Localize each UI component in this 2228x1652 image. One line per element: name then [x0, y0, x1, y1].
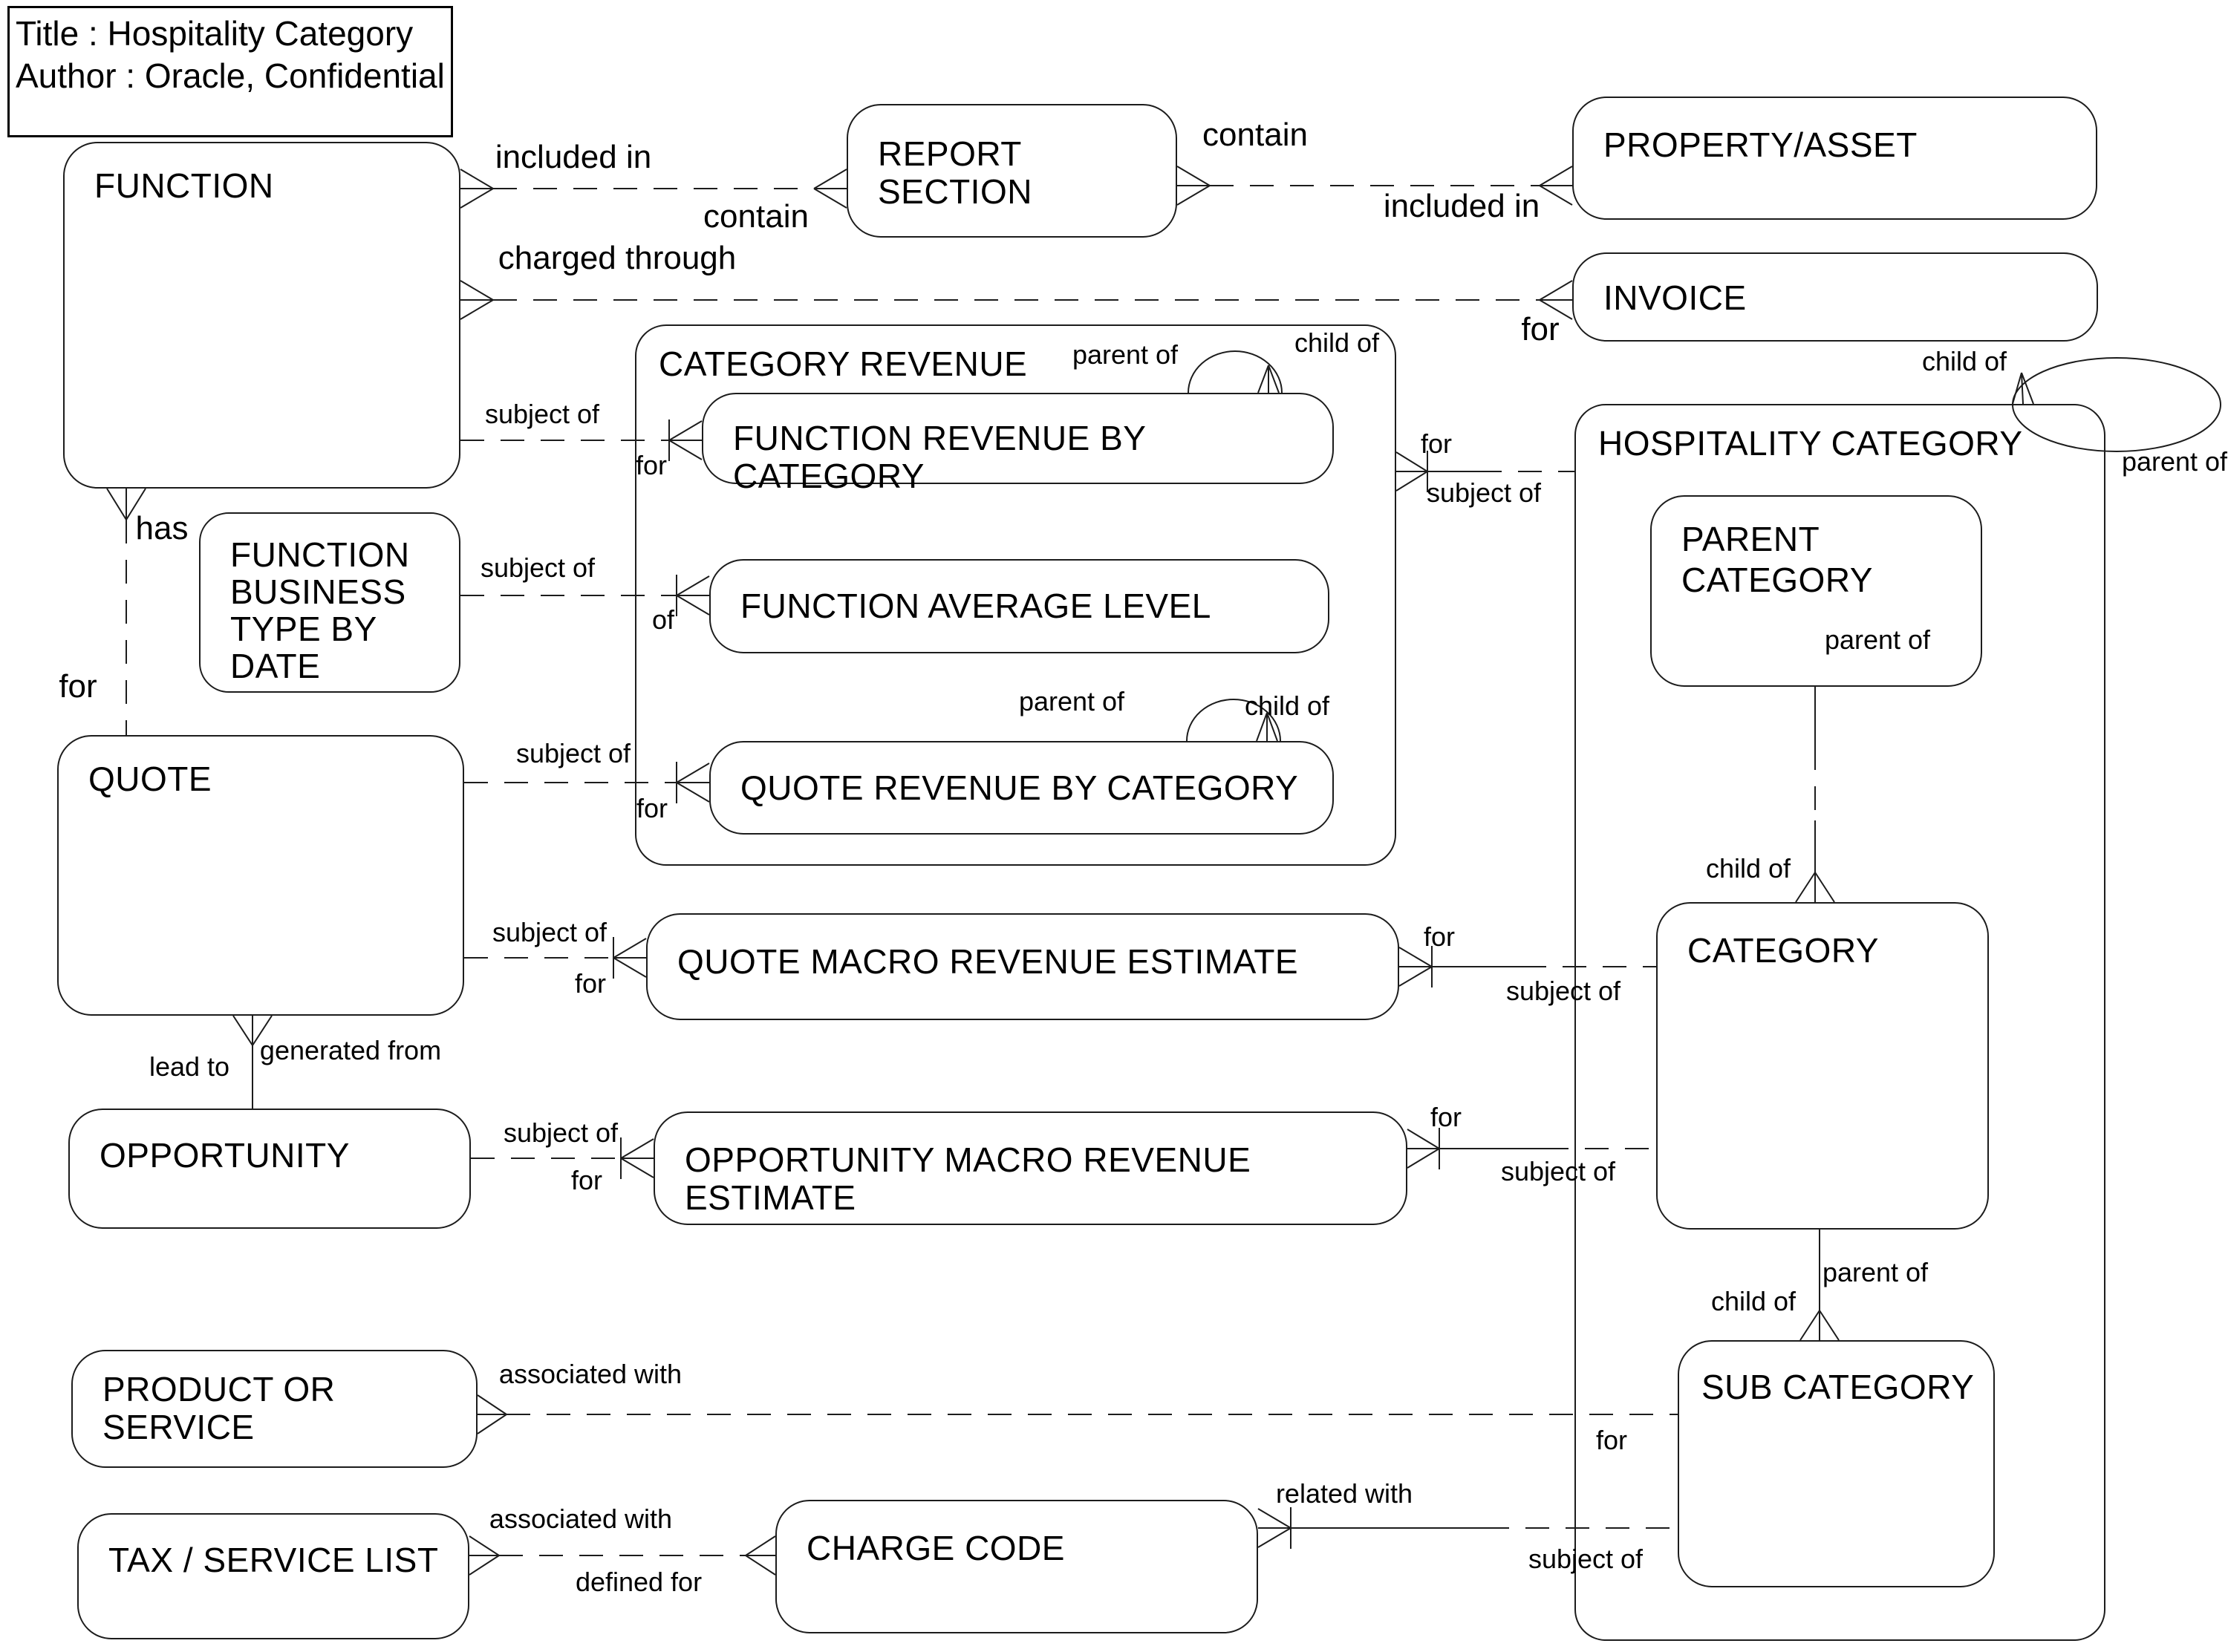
rel-label-for-qmre: for — [574, 968, 607, 999]
crow-foot-property-report — [1539, 166, 1573, 206]
rel-label-associated-with-product: associated with — [498, 1359, 683, 1389]
rel-label-subject-of-hospitality: subject of — [1426, 477, 1542, 508]
entity-function-revenue-by-category: FUNCTION REVENUE BY CATEGORY — [702, 393, 1334, 495]
entity-function-business-type-by-date-label: FUNCTION BUSINESS TYPE BY DATE — [230, 535, 410, 685]
rel-label-has: has — [135, 510, 189, 546]
entity-quote-macro-revenue-estimate: QUOTE MACRO REVENUE ESTIMATE — [646, 913, 1399, 1020]
crow-foot-function-invoice — [460, 280, 494, 320]
rel-label-related-with: related with — [1275, 1478, 1413, 1509]
rel-label-subject-of-qmre-category: subject of — [1505, 976, 1621, 1006]
rel-label-subject-of-charge: subject of — [1528, 1544, 1644, 1574]
rel-label-parent-of-frbc: parent of — [1072, 339, 1179, 370]
diagram-title-block: Title : Hospitality Category Author : Or… — [7, 6, 453, 137]
rel-label-contain-2: contain — [1202, 117, 1308, 153]
rel-label-child-of-hospitality: child of — [1921, 346, 2007, 376]
entity-tax-service-list-label: TAX / SERVICE LIST — [108, 1541, 439, 1579]
crow-foot-function-report — [460, 169, 494, 209]
crow-foot-report-function — [813, 169, 847, 209]
rel-label-parent-of-category: parent of — [1822, 1257, 1929, 1287]
rel-label-child-of-category: child of — [1705, 853, 1791, 884]
rel-label-subject-of-frbc: subject of — [484, 399, 600, 429]
entity-function-average-level-label: FUNCTION AVERAGE LEVEL — [740, 587, 1211, 625]
rel-label-subject-of-omre-category: subject of — [1500, 1156, 1616, 1186]
entity-charge-code: CHARGE CODE — [775, 1500, 1258, 1633]
entity-function-label: FUNCTION — [94, 166, 274, 205]
crow-foot-product-or-service — [477, 1394, 507, 1434]
entity-product-or-service-label: PRODUCT OR SERVICE — [102, 1370, 336, 1446]
container-hospitality-category-label: HOSPITALITY CATEGORY — [1598, 424, 2023, 463]
entity-category: CATEGORY — [1656, 902, 1989, 1230]
diagram-author: Author : Oracle, Confidential — [16, 56, 445, 95]
entity-quote: QUOTE — [57, 735, 464, 1016]
rel-label-subject-of-qrbc: subject of — [515, 738, 631, 768]
entity-opportunity: OPPORTUNITY — [68, 1109, 471, 1229]
crow-foot-tax-service-list — [469, 1535, 500, 1576]
entity-sub-category: SUB CATEGORY — [1678, 1340, 1995, 1587]
entity-category-label: CATEGORY — [1687, 931, 1879, 970]
rel-label-subject-of-fal: subject of — [480, 552, 596, 583]
entity-sub-category-label: SUB CATEGORY — [1701, 1368, 1975, 1406]
crow-foot-charge-code-left — [745, 1535, 776, 1576]
container-category-revenue-label: CATEGORY REVENUE — [659, 345, 1028, 383]
rel-label-generated-from: generated from — [259, 1035, 442, 1065]
entity-charge-code-label: CHARGE CODE — [807, 1529, 1065, 1567]
entity-report-section-label: REPORT SECTION — [878, 134, 1032, 211]
entity-function-business-type-by-date: FUNCTION BUSINESS TYPE BY DATE — [199, 512, 460, 693]
rel-label-for-sub-category: for — [1595, 1425, 1628, 1455]
entity-opportunity-macro-revenue-estimate: OPPORTUNITY MACRO REVENUE ESTIMATE — [654, 1111, 1407, 1225]
entity-invoice: INVOICE — [1572, 252, 2098, 342]
rel-label-subject-of-omre: subject of — [503, 1117, 619, 1148]
rel-label-for-qrbc: for — [636, 793, 668, 823]
rel-label-charged-through: charged through — [498, 240, 737, 276]
entity-quote-label: QUOTE — [88, 760, 212, 798]
crow-foot-omre-right — [1407, 1128, 1440, 1169]
entity-function-revenue-by-category-label: FUNCTION REVENUE BY CATEGORY — [733, 419, 1146, 495]
entity-property-asset: PROPERTY/ASSET — [1572, 97, 2097, 220]
crow-foot-report-property — [1176, 166, 1211, 206]
rel-label-subject-of-qmre: subject of — [492, 917, 608, 947]
entity-property-asset-label: PROPERTY/ASSET — [1603, 125, 1918, 164]
entity-parent-category: PARENT CATEGORY — [1650, 495, 1982, 687]
rel-label-for-frbc: for — [635, 450, 668, 480]
crow-foot-omre-left — [620, 1137, 654, 1179]
rel-label-lead-to: lead to — [149, 1051, 230, 1082]
rel-label-for-invoice: for — [1521, 311, 1560, 347]
crow-foot-qmre-left — [613, 937, 647, 979]
rel-label-contain-1: contain — [703, 198, 809, 235]
rel-label-included-in-1: included in — [495, 139, 652, 175]
entity-tax-service-list: TAX / SERVICE LIST — [77, 1513, 469, 1639]
rel-label-child-of-qrbc: child of — [1244, 690, 1330, 721]
rel-label-child-of-frbc: child of — [1294, 327, 1380, 358]
rel-label-child-of-sub-category: child of — [1710, 1286, 1797, 1316]
rel-label-for-omre-category: for — [1430, 1102, 1462, 1132]
diagram-title: Title : Hospitality Category — [16, 14, 414, 53]
entity-opportunity-label: OPPORTUNITY — [100, 1136, 350, 1175]
rel-label-for-qmre-category: for — [1423, 921, 1456, 952]
entity-opportunity-macro-revenue-estimate-label: OPPORTUNITY MACRO REVENUE ESTIMATE — [685, 1140, 1251, 1217]
rel-label-parent-of-hospitality: parent of — [2121, 446, 2228, 477]
rel-label-for-omre: for — [570, 1165, 603, 1195]
entity-quote-revenue-by-category-label: QUOTE REVENUE BY CATEGORY — [740, 768, 1299, 807]
entity-product-or-service: PRODUCT OR SERVICE — [71, 1350, 478, 1468]
rel-label-of-fal: of — [651, 604, 675, 635]
entity-function-average-level: FUNCTION AVERAGE LEVEL — [709, 559, 1329, 653]
entity-parent-category-label: PARENT CATEGORY — [1681, 520, 1873, 599]
rel-label-included-in-2: included in — [1383, 188, 1540, 224]
crow-foot-hospitality-self — [2012, 372, 2034, 405]
entity-quote-revenue-by-category: QUOTE REVENUE BY CATEGORY — [709, 741, 1334, 835]
rel-label-parent-of-qrbc: parent of — [1018, 686, 1125, 716]
entity-report-section: REPORT SECTION — [847, 104, 1177, 238]
crow-foot-charge-code-right — [1257, 1507, 1291, 1549]
rel-label-associated-with-tax: associated with — [489, 1504, 673, 1534]
rel-label-for-hospitality: for — [1420, 428, 1453, 459]
rel-label-parent-of-parent-category: parent of — [1824, 624, 1931, 655]
entity-invoice-label: INVOICE — [1603, 278, 1747, 317]
rel-label-defined-for: defined for — [575, 1567, 703, 1597]
rel-label-for-quote-vert: for — [59, 668, 97, 705]
entity-function: FUNCTION — [63, 142, 460, 489]
entity-quote-macro-revenue-estimate-label: QUOTE MACRO REVENUE ESTIMATE — [677, 942, 1299, 981]
